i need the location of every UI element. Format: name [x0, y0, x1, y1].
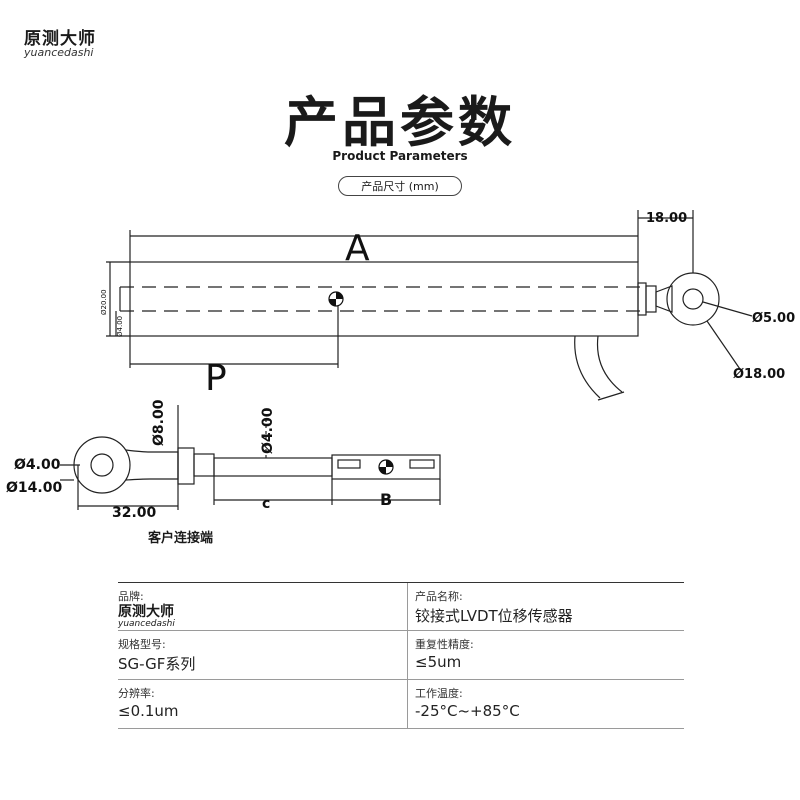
brand-logo-cn: 原测大师 [24, 29, 96, 49]
client-core [331, 454, 441, 480]
dim-32: 32.00 [112, 505, 157, 521]
spec-brand-cn: 原测大师 [118, 604, 174, 620]
spec-repeat-value: ≤5um [415, 653, 462, 671]
client-collar [177, 447, 195, 485]
dim-d4-rod: Ø4.00 [260, 407, 276, 454]
spec-name-cell: 产品名称: 铰接式LVDT位移传感器 [407, 583, 692, 631]
dim-d18: Ø18.00 [733, 367, 785, 382]
brand-logo-en: yuancedashi [24, 46, 94, 59]
dim-d20: Ø20.00 [100, 289, 108, 315]
sensor-body [129, 261, 639, 337]
label-P: P [205, 358, 227, 399]
technical-drawing: A P 18.00 Ø5.00 Ø18.00 Ø20.00 Ø4.00 Ø8.0… [6, 210, 795, 521]
spec-model-value: SG-GF系列 [118, 655, 196, 673]
spec-repeat-cell: 重复性精度: ≤5um [407, 631, 692, 679]
spec-name-value: 铰接式LVDT位移传感器 [415, 607, 573, 625]
client-eye-outer [73, 436, 131, 494]
spec-model-cell: 规格型号: SG-GF系列 [118, 631, 400, 679]
spec-row: 品牌: 原测大师 yuancedashi 产品名称: 铰接式LVDT位移传感器 [118, 582, 684, 631]
spec-row: 规格型号: SG-GF系列 重复性精度: ≤5um [118, 631, 684, 680]
page-subtitle: Product Parameters [332, 149, 468, 163]
client-connection-label: 客户连接端 [148, 531, 214, 546]
spec-model-label: 规格型号: [118, 638, 166, 651]
eye-inner [682, 288, 704, 310]
spec-temp-cell: 工作温度: -25°C~+85°C [407, 680, 692, 728]
spec-row: 分辨率: ≤0.1um 工作温度: -25°C~+85°C [118, 680, 684, 729]
center-mark-body [328, 291, 344, 307]
spec-repeat-label: 重复性精度: [415, 638, 474, 651]
spec-temp-label: 工作温度: [415, 687, 463, 700]
label-c: c [262, 496, 270, 512]
spec-brand-label: 品牌: [118, 590, 144, 603]
spec-resolution-label: 分辨率: [118, 687, 155, 700]
dim-d5: Ø5.00 [752, 311, 795, 326]
dim-18: 18.00 [646, 211, 687, 226]
dim-d14: Ø14.00 [6, 480, 62, 496]
dim-d4-eye: Ø4.00 [14, 457, 61, 473]
client-nut [193, 453, 215, 477]
spec-resolution-cell: 分辨率: ≤0.1um [118, 680, 400, 728]
label-A: A [345, 228, 370, 269]
dim-d4-small: Ø4.00 [116, 316, 124, 337]
spec-brand-en: yuancedashi [118, 619, 175, 629]
spec-resolution-value: ≤0.1um [118, 702, 179, 720]
label-B: B [380, 490, 392, 509]
dim-d8: Ø8.00 [151, 399, 167, 446]
cable-right [596, 335, 623, 393]
dimension-section-badge: 产品尺寸 (mm) [338, 176, 462, 196]
spec-temp-value: -25°C~+85°C [415, 702, 520, 720]
center-mark-client [378, 459, 394, 475]
spec-brand-cell: 品牌: 原测大师 yuancedashi [118, 583, 400, 631]
page-title: 产品参数 [284, 91, 516, 154]
client-neck [125, 449, 179, 481]
spec-name-label: 产品名称: [415, 590, 463, 603]
client-eye-inner [90, 453, 114, 477]
spec-table: 品牌: 原测大师 yuancedashi 产品名称: 铰接式LVDT位移传感器 … [118, 582, 684, 729]
cable-left [574, 335, 601, 399]
client-rod [213, 457, 333, 477]
eye-outer [666, 272, 720, 326]
